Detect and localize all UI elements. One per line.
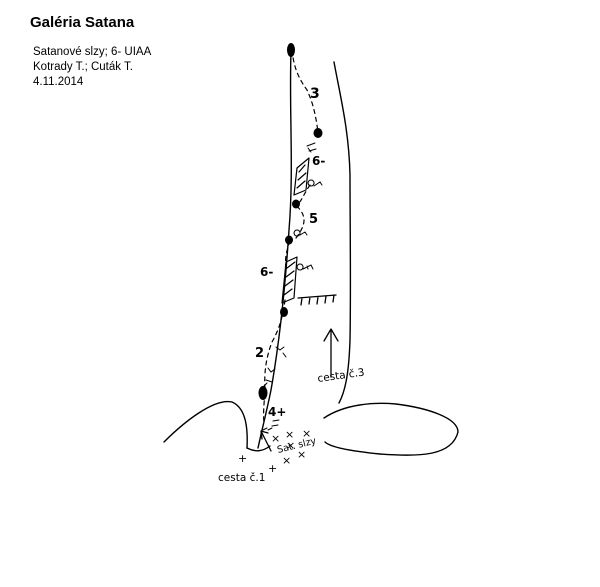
cave-floor-line bbox=[246, 445, 271, 452]
route-info: Satanové slzy; 6- UIAA Kotrady T.; Cuták… bbox=[33, 45, 151, 90]
crack-feature bbox=[293, 157, 310, 196]
scree-mark: × bbox=[282, 454, 291, 467]
piton-mark bbox=[293, 229, 308, 237]
path-label-cesta1: cesta č.1 bbox=[218, 472, 265, 484]
pitch-grade: 3 bbox=[310, 86, 320, 102]
piton-mark bbox=[263, 367, 276, 387]
piton-mark bbox=[306, 142, 317, 153]
left-wall-line bbox=[257, 51, 293, 449]
crack-feature bbox=[281, 256, 298, 304]
scree-mark: × bbox=[271, 432, 280, 445]
belay-station bbox=[280, 307, 288, 317]
page-title: Galéria Satana bbox=[30, 14, 135, 31]
pitch-grade: 6- bbox=[312, 154, 325, 168]
route-authors: Kotrady T.; Cuták T. bbox=[33, 61, 133, 73]
belay-station bbox=[285, 235, 293, 245]
piton-mark bbox=[296, 263, 314, 271]
scree-mark: + bbox=[268, 462, 277, 475]
piton-mark bbox=[307, 179, 323, 187]
piton-mark bbox=[275, 346, 287, 358]
belay-station bbox=[313, 128, 323, 138]
right-wall-line bbox=[333, 61, 352, 404]
route-name-grade: Satanové slzy; 6- UIAA bbox=[33, 46, 152, 58]
scree-mark: × bbox=[297, 448, 306, 461]
scree-mark: + bbox=[238, 452, 247, 465]
pitch-grade: 6- bbox=[260, 265, 273, 279]
belay-station bbox=[287, 43, 295, 57]
route-date: 4.11.2014 bbox=[33, 76, 84, 88]
piton-mark bbox=[262, 419, 280, 431]
cave-outline-right bbox=[323, 402, 459, 456]
belay-station bbox=[258, 386, 268, 400]
pitch-grade: 4+ bbox=[268, 405, 286, 419]
scree-mark: × bbox=[285, 428, 294, 441]
scree-mark: × bbox=[302, 427, 311, 440]
path-label-cesta3: cesta č.3 bbox=[317, 366, 366, 384]
cave-outline-left bbox=[163, 400, 248, 449]
pitch-grade: 2 bbox=[255, 346, 264, 361]
route-line bbox=[262, 49, 319, 424]
scree-mark: × bbox=[286, 439, 295, 452]
arrow-up-icon bbox=[323, 328, 339, 378]
belay-station bbox=[292, 199, 300, 209]
pitch-grade: 5 bbox=[309, 212, 318, 227]
overhang-mark bbox=[297, 294, 337, 306]
arrow-up-icon bbox=[260, 430, 272, 452]
